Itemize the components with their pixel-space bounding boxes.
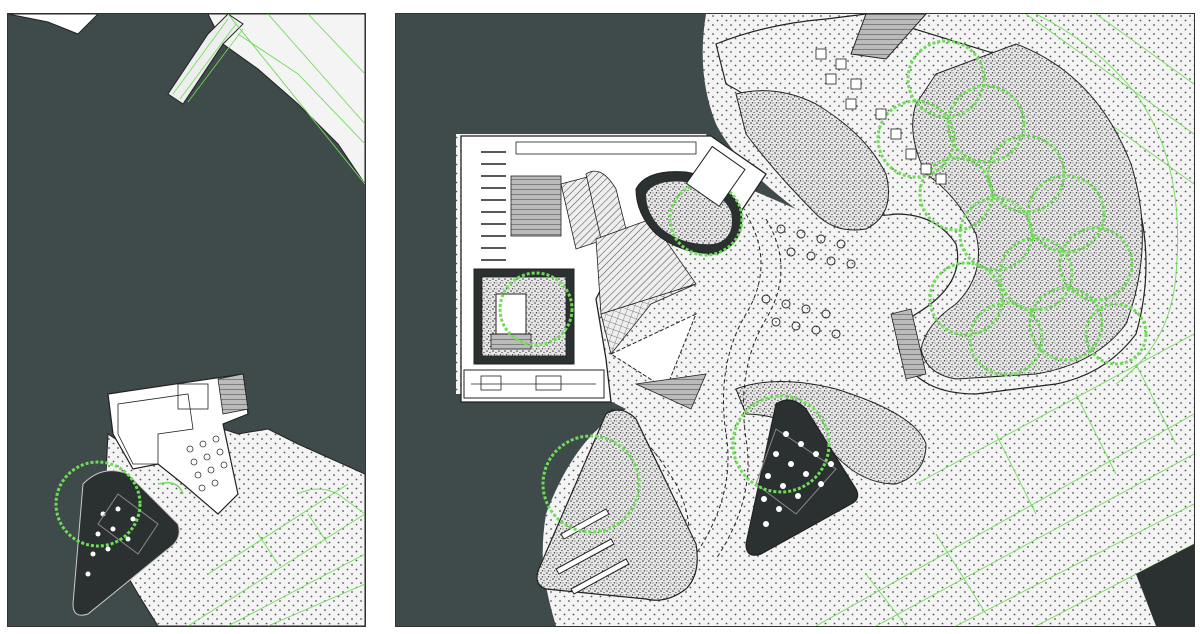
corner-structure [1136, 544, 1194, 626]
land-north-west [8, 14, 99, 35]
north-steps [850, 14, 927, 60]
water-body-detail [396, 14, 796, 626]
east-pavilion-tree [731, 394, 831, 494]
west-triangle-garden [536, 409, 698, 601]
water-edge [396, 409, 626, 626]
ramp-b [585, 170, 627, 240]
overview-plan [7, 13, 366, 627]
detail-plan [395, 13, 1195, 627]
property-lines [187, 14, 365, 626]
pavilion-inner-grid [97, 493, 159, 555]
plaza-tree-symbols [761, 224, 856, 339]
amphitheater-steps [634, 373, 707, 410]
building-stairs [217, 373, 249, 415]
grove-tree-canopies [876, 39, 1148, 377]
building-rooms [117, 393, 194, 465]
pavilion-lights-detail [761, 431, 834, 527]
path-overview [157, 482, 184, 495]
pier-structure [167, 14, 244, 105]
west-benches [555, 508, 630, 595]
parking-stripes [481, 151, 506, 261]
detail-plan-drawing [396, 14, 1194, 626]
pool-tree [668, 181, 744, 257]
pier-lines [172, 18, 244, 103]
courtyard-tree [498, 271, 574, 347]
terrace-deck [510, 175, 562, 237]
west-tree [541, 434, 641, 534]
grove-steps [890, 308, 927, 380]
courtyard-bench [490, 333, 532, 350]
pavilion-lights-overview [85, 506, 136, 577]
tree-pits [815, 48, 947, 185]
building-core [177, 383, 209, 410]
tree-grid-overview [186, 435, 228, 492]
north-gravel-bed [735, 90, 889, 231]
triangle-pavilion-detail [745, 399, 859, 556]
ramp-d [600, 283, 697, 355]
dashed-triangle [609, 313, 697, 390]
overview-plan-drawing [8, 14, 365, 626]
strip-details [471, 375, 596, 391]
triangle-pavilion-overview [72, 470, 180, 616]
entrance-stair [685, 145, 746, 208]
tree-canopy-overview [54, 460, 142, 548]
property-lines-detail [815, 14, 1194, 626]
building-bar [515, 141, 697, 155]
